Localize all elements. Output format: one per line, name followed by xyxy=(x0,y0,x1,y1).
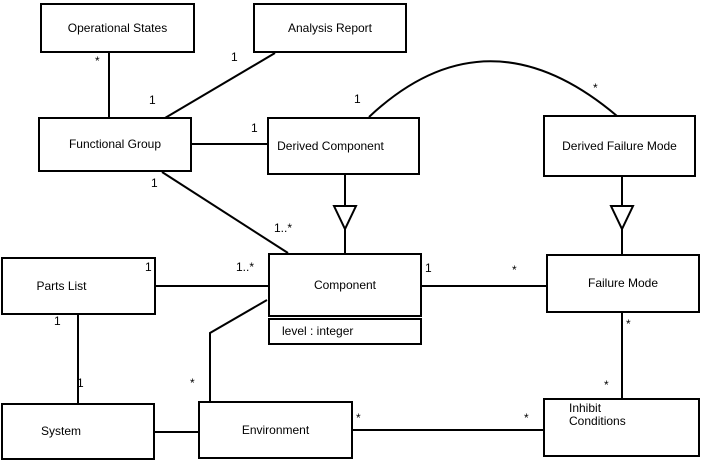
multiplicity-label: 1 xyxy=(151,176,158,190)
class-label: Derived Failure Mode xyxy=(562,138,677,153)
class-label: Failure Mode xyxy=(587,276,659,290)
multiplicity-label: * xyxy=(512,263,517,277)
multiplicity-label: * xyxy=(190,376,195,390)
class-failure-mode: Failure Mode xyxy=(546,254,700,313)
class-operational-states: Operational States xyxy=(40,3,195,53)
multiplicity-label: * xyxy=(95,54,100,68)
multiplicity-label: * xyxy=(604,378,609,392)
multiplicity-label: 1 xyxy=(145,260,152,274)
assoc-functional-group-component xyxy=(161,171,289,254)
class-label: Parts List xyxy=(36,278,87,293)
class-component: Component xyxy=(268,253,422,317)
class-label: Inhibit Conditions xyxy=(569,401,626,428)
assoc-derived-component-derived-failure-mode-arc xyxy=(368,60,618,118)
generalization-triangle-icon xyxy=(332,205,358,232)
multiplicity-label: 1 xyxy=(354,92,361,106)
multiplicity-label: * xyxy=(524,411,529,425)
multiplicity-label: 1 xyxy=(231,50,238,64)
class-derived-failure-mode: Derived Failure Mode xyxy=(543,115,696,177)
multiplicity-label: * xyxy=(593,81,598,95)
class-label: Derived Component xyxy=(277,138,384,153)
multiplicity-label: 1 xyxy=(149,93,156,107)
multiplicity-label: 1 xyxy=(251,121,258,135)
multiplicity-label: 1..* xyxy=(274,221,293,235)
generalization-triangle-icon xyxy=(609,205,635,232)
multiplicity-label: 1 xyxy=(54,314,61,328)
class-functional-group: Functional Group xyxy=(38,117,192,172)
class-label: Component xyxy=(313,277,377,292)
assoc-environment-component xyxy=(209,299,268,401)
class-parts-list: Parts List xyxy=(1,257,156,315)
class-label: Operational States xyxy=(67,20,168,35)
class-environment: Environment xyxy=(198,401,353,459)
multiplicity-label: 1..* xyxy=(236,260,255,274)
multiplicity-label: 1 xyxy=(425,261,432,275)
class-inhibit-conditions: Inhibit Conditions xyxy=(543,398,700,457)
class-system: System xyxy=(1,403,155,460)
class-label: System xyxy=(40,424,81,438)
multiplicity-label: * xyxy=(356,411,361,425)
class-derived-component: Derived Component xyxy=(267,117,420,175)
assoc-functional-group-analysis-report xyxy=(164,52,276,119)
multiplicity-label: 1 xyxy=(77,376,84,390)
multiplicity-label: * xyxy=(626,317,631,331)
class-label: Functional Group xyxy=(68,137,162,151)
class-label: Analysis Report xyxy=(287,20,373,35)
class-analysis-report: Analysis Report xyxy=(253,3,407,53)
class-label: Environment xyxy=(241,422,310,437)
class-component-attributes: level : integer xyxy=(268,318,422,345)
attribute-label: level : integer xyxy=(282,324,354,338)
